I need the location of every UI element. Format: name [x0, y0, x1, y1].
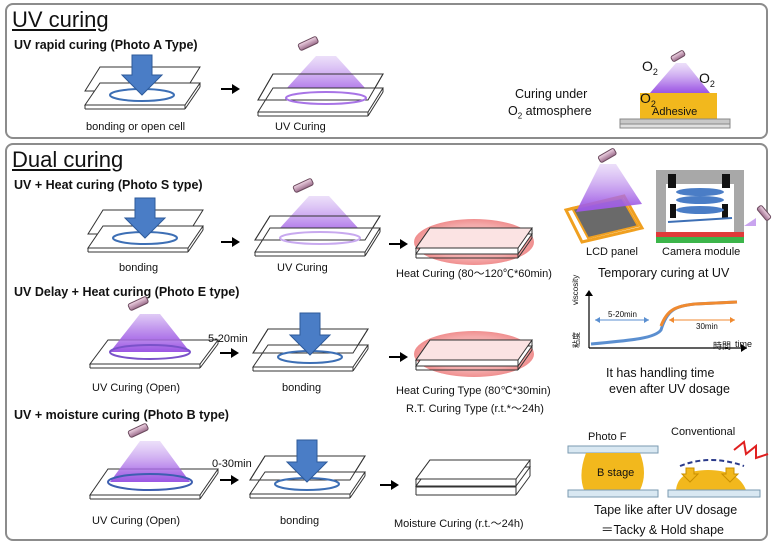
viscosity-jp-label: 粘度 — [572, 332, 581, 348]
b-label-bonding: bonding — [280, 515, 320, 527]
b-label-uv-open: UV Curing (Open) — [92, 515, 181, 527]
photo-e-header: UV Delay + Heat curing (Photo E type) — [14, 285, 240, 299]
o2-symbol-3: O2 — [640, 90, 656, 109]
b-label-moisture: Moisture Curing (r.t.～24h) — [394, 518, 524, 530]
o2-symbol-1: O2 — [642, 58, 658, 77]
time-en-label: time — [735, 339, 753, 349]
camera-module-diagram — [656, 170, 772, 243]
uv-curing-title: UV curing — [12, 7, 109, 32]
tape-line2: ＝Tacky & Hold shape — [601, 523, 724, 537]
handling-line1: It has handling time — [606, 366, 715, 380]
e-label-heat2: R.T. Curing Type (r.t.*～24h) — [406, 403, 544, 415]
handling-line2: even after UV dosage — [609, 382, 730, 396]
viscosity-graph — [585, 290, 747, 352]
e-label-heat1: Heat Curing Type (80℃*30min) — [396, 385, 551, 397]
conventional-label: Conventional — [671, 426, 736, 438]
graph-t1-label: 5-20min — [608, 310, 637, 319]
adhesive-label: Adhesive — [652, 106, 698, 118]
photo-f-label: Photo F — [588, 431, 627, 443]
arrow-right-icon — [380, 480, 399, 490]
arrow-right-icon — [221, 84, 240, 94]
camera-module-label: Camera module — [662, 246, 741, 258]
s-uv-curing-diagram — [254, 178, 381, 257]
graph-t2-label: 30min — [696, 322, 718, 331]
e-label-bonding: bonding — [282, 382, 322, 394]
lcd-panel-diagram — [563, 148, 645, 244]
s-label-bonding: bonding — [119, 262, 159, 274]
arrow-right-icon — [389, 352, 408, 362]
b-stage-label: B stage — [597, 467, 635, 479]
label-bonding-open-cell: bonding or open cell — [86, 121, 186, 133]
arrow-right-icon — [221, 237, 240, 247]
time-jp-label: 時間 — [713, 341, 732, 351]
b-uv-open-diagram — [89, 423, 219, 500]
e-heat-curing-diagram — [414, 331, 534, 377]
conventional-diagram — [667, 440, 769, 498]
s-bonding-diagram — [87, 197, 204, 253]
lcd-panel-label: LCD panel — [586, 246, 638, 258]
photo-f-bstage-diagram — [567, 445, 659, 498]
label-uv-curing-top: UV Curing — [275, 121, 326, 133]
e-bonding-diagram — [252, 312, 369, 372]
temporary-curing-label: Temporary curing at UV — [598, 266, 730, 280]
o2-adhesive-diagram — [619, 50, 731, 129]
rapid-curing-header: UV rapid curing (Photo A Type) — [14, 38, 198, 52]
s-label-heat: Heat Curing (80～120℃*60min) — [396, 268, 552, 280]
bonding-open-cell-diagram — [84, 54, 201, 110]
o2-symbol-2: O2 — [699, 70, 715, 89]
dual-curing-title: Dual curing — [12, 147, 124, 172]
arrow-right-icon — [389, 239, 408, 249]
e-uv-open-diagram — [89, 296, 219, 369]
arrow-right-icon — [220, 348, 239, 358]
b-delay-label: 0-30min — [212, 458, 252, 470]
tape-line1: Tape like after UV dosage — [594, 503, 738, 517]
arrow-right-icon — [220, 475, 239, 485]
uv-curing-diagram — [257, 36, 384, 117]
o2-note-line2: O2 atmosphere — [508, 104, 592, 121]
photo-s-header: UV + Heat curing (Photo S type) — [14, 178, 203, 192]
e-delay-label: 5-20min — [208, 333, 248, 345]
e-label-uv-open: UV Curing (Open) — [92, 382, 181, 394]
s-label-uv: UV Curing — [277, 262, 328, 274]
s-heat-curing-diagram — [414, 219, 534, 265]
b-moisture-diagram — [415, 459, 531, 496]
o2-note-line1: Curing under — [515, 87, 588, 101]
photo-b-header: UV + moisture curing (Photo B type) — [14, 408, 229, 422]
b-bonding-diagram — [249, 439, 366, 499]
viscosity-en-label: viscosity — [571, 274, 580, 305]
